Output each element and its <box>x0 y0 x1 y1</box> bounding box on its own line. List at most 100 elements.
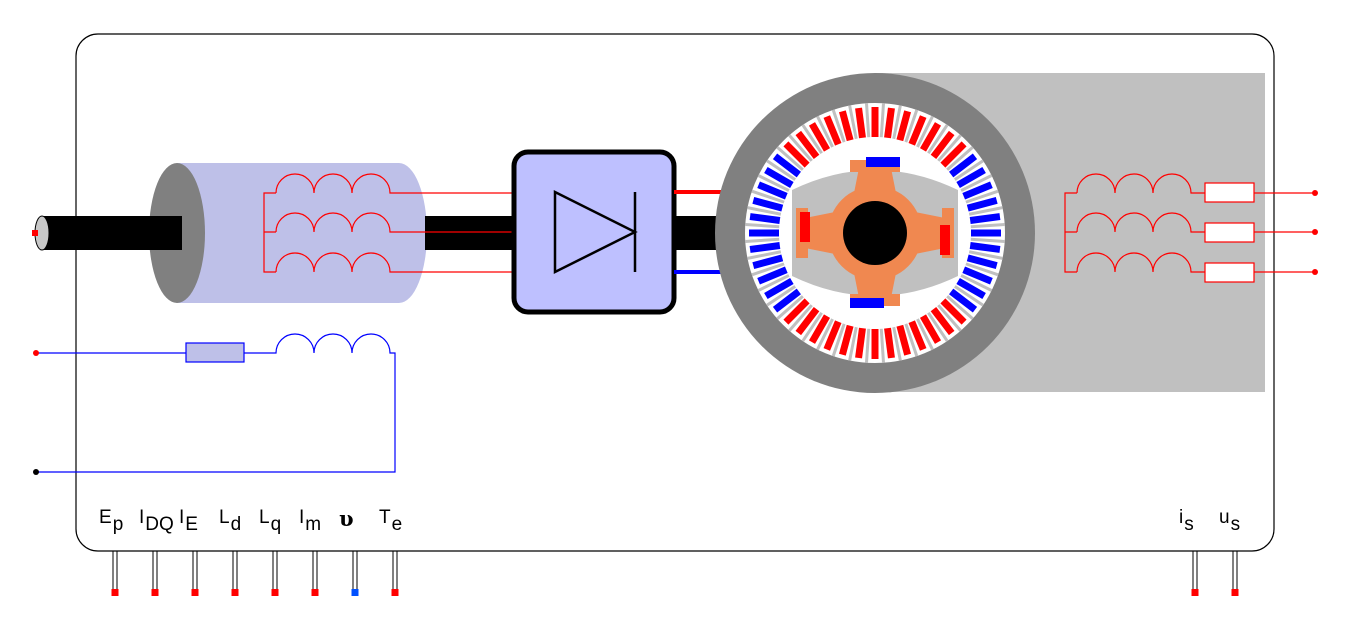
stator-tooth <box>953 159 984 181</box>
stator-tooth <box>848 105 858 140</box>
rotor-shaft <box>843 201 907 265</box>
port-label-sub: m <box>305 514 322 535</box>
port-label: Te <box>379 507 402 534</box>
output-pin[interactable] <box>151 551 159 596</box>
stator-slot <box>752 197 784 212</box>
stator-tooth <box>757 274 790 292</box>
stator-tooth <box>968 206 1003 216</box>
stator-tooth <box>965 189 999 204</box>
stator-tooth <box>801 124 823 155</box>
field-coil-bottom <box>850 298 884 308</box>
shaft-center <box>425 216 520 250</box>
stator-slot <box>940 298 967 325</box>
stator-slot <box>940 141 967 168</box>
stator-slot <box>971 229 1001 237</box>
stator-tooth <box>968 250 1003 260</box>
stator-tooth <box>747 206 782 216</box>
stator-tooth <box>865 103 871 138</box>
stator-tooth <box>916 115 934 148</box>
stator-slot <box>884 327 895 359</box>
field-coil-top <box>866 157 900 167</box>
port-label-main: υ <box>339 506 354 531</box>
stator-slot <box>930 307 955 336</box>
stator-slot <box>855 107 866 139</box>
stator-tooth <box>831 109 846 143</box>
stator-tooth <box>816 318 834 351</box>
output-pin[interactable] <box>351 551 359 596</box>
stator-slot <box>966 197 998 212</box>
port-label-sub: s <box>1184 514 1194 535</box>
field-coil-right <box>940 225 950 255</box>
stator-tooth <box>865 328 871 363</box>
stator-slot <box>956 166 986 189</box>
output-pin[interactable] <box>231 551 239 596</box>
port-label-main: L <box>259 507 270 528</box>
stator-slot <box>757 266 788 285</box>
stator-resistors <box>1204 182 1255 283</box>
port-label-sub: s <box>1230 514 1241 535</box>
stator-tooth <box>960 274 993 292</box>
exciter-windings <box>263 173 515 273</box>
stator-slot <box>808 314 831 344</box>
field-terminal-positive <box>33 350 39 356</box>
shaft-left <box>42 216 182 250</box>
stator-slot <box>808 122 831 152</box>
port-label: us <box>1219 508 1240 534</box>
field-resistor <box>185 342 245 363</box>
stator-slot <box>823 115 842 146</box>
output-pin[interactable] <box>1191 551 1199 596</box>
output-pin[interactable] <box>391 551 399 596</box>
stator-tooth <box>927 311 949 342</box>
machine-cross-section <box>715 73 1035 393</box>
exciter-right-end <box>371 163 427 303</box>
stator-tooth <box>816 115 834 148</box>
port-label-main: I <box>299 507 305 528</box>
stator-tooth <box>965 262 999 277</box>
field-terminal-negative <box>33 469 39 475</box>
stator-tooth <box>879 328 885 363</box>
stator-tooth <box>751 189 785 204</box>
output-pin[interactable] <box>111 551 119 596</box>
stator-tooth <box>904 323 919 357</box>
stator-slot <box>919 122 942 152</box>
output-pin[interactable] <box>311 551 319 596</box>
stator-tooth <box>970 223 1005 229</box>
stator-slot <box>795 130 820 159</box>
output-pin[interactable] <box>191 551 199 596</box>
stator-tooth <box>831 323 846 357</box>
stator-slot <box>919 314 942 344</box>
stator-tooth <box>927 124 949 155</box>
stator-slot <box>949 288 978 313</box>
port-label: Ep <box>99 508 123 534</box>
stator-slot <box>908 115 927 146</box>
port-label-main: I <box>179 507 185 528</box>
mechanical-port <box>32 230 38 236</box>
stator-slot <box>823 320 842 351</box>
stator-slot <box>908 320 927 351</box>
stator-tooth <box>788 304 813 332</box>
exciter-body <box>177 163 399 303</box>
stator-tooth <box>937 134 962 162</box>
stator-slot <box>969 213 1001 224</box>
stator-slot <box>930 130 955 159</box>
output-pin[interactable] <box>271 551 279 596</box>
port-label: Ld <box>219 507 241 534</box>
stator-tooth <box>751 262 785 277</box>
stator-tooth <box>904 109 919 143</box>
field-excitation-circuit <box>36 333 396 473</box>
stator-tooth <box>766 159 797 181</box>
stator-slot <box>839 324 854 356</box>
port-label-main: T <box>379 507 391 528</box>
port-label: Im <box>299 507 321 534</box>
stator-slot <box>896 110 911 142</box>
port-label-sub: p <box>112 514 124 535</box>
port-label: υ <box>339 508 354 530</box>
stator-slot <box>772 153 801 178</box>
stator-tooth <box>745 223 780 229</box>
output-pin[interactable] <box>1231 551 1239 596</box>
stator-tooth <box>879 103 885 138</box>
stator-tooth <box>892 326 902 361</box>
port-label-main: L <box>219 507 230 528</box>
